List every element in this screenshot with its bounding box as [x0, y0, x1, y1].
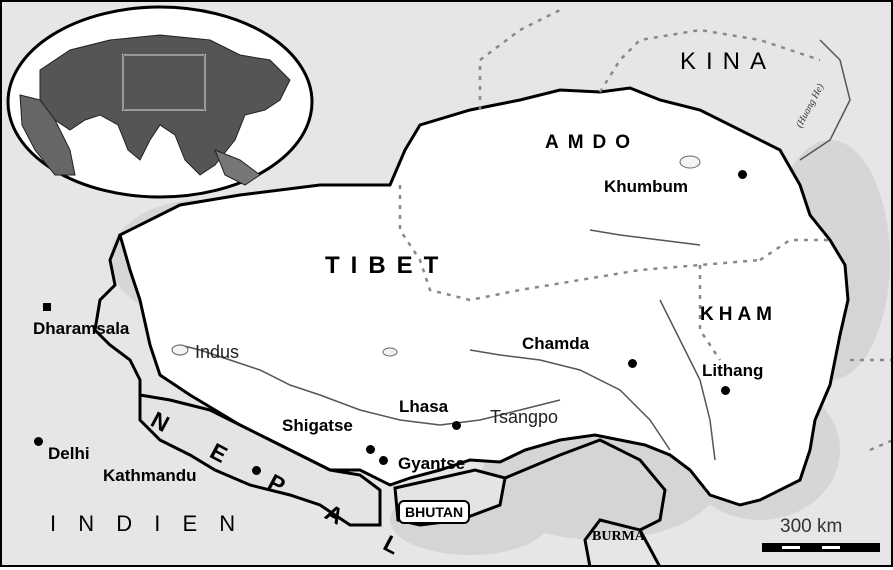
rivers — [179, 39, 851, 461]
western-border — [93, 234, 142, 395]
burma-border — [504, 438, 667, 567]
city-marker-shigatse — [366, 445, 375, 454]
label-delhi: Delhi — [48, 444, 90, 463]
city-marker-dharamsala — [43, 303, 51, 311]
label-kham: KHAM — [700, 304, 777, 325]
scale-bar — [762, 543, 880, 552]
city-marker-chamda — [628, 359, 637, 368]
label-tibet: TIBET — [325, 252, 450, 279]
burma-border-south — [638, 529, 662, 567]
label-tsangpo: Tsangpo — [490, 407, 559, 427]
dashed-borders — [398, 8, 893, 452]
label-kina: KINA — [680, 48, 777, 75]
nepal-border — [138, 393, 382, 527]
label-burma: BURMA — [592, 529, 645, 544]
label-indus: Indus — [195, 342, 240, 362]
label-indien: I N D I E N — [50, 511, 244, 536]
label-lhasa: Lhasa — [399, 397, 449, 416]
lakes — [171, 155, 701, 357]
city-marker-delhi — [34, 437, 43, 446]
city-marker-lithang — [721, 386, 730, 395]
label-bhutan: BHUTAN — [398, 500, 471, 524]
label-shigatse: Shigatse — [282, 416, 353, 435]
city-marker-khumbum — [738, 170, 747, 179]
city-marker-kathmandu — [252, 466, 261, 475]
label-lithang: Lithang — [702, 361, 764, 380]
city-marker-lhasa — [452, 421, 461, 430]
label-khumbum: Khumbum — [604, 177, 689, 196]
label-chamda: Chamda — [522, 334, 590, 353]
scale-label: 300 km — [780, 516, 843, 537]
inset-globe — [6, 5, 314, 199]
label-dharamsala: Dharamsala — [33, 319, 130, 338]
label-kathmandu: Kathmandu — [103, 466, 197, 485]
label-amdo: AMDO — [545, 132, 640, 153]
label-gyantse: Gyantse — [398, 454, 466, 473]
city-marker-gyantse — [379, 456, 388, 465]
